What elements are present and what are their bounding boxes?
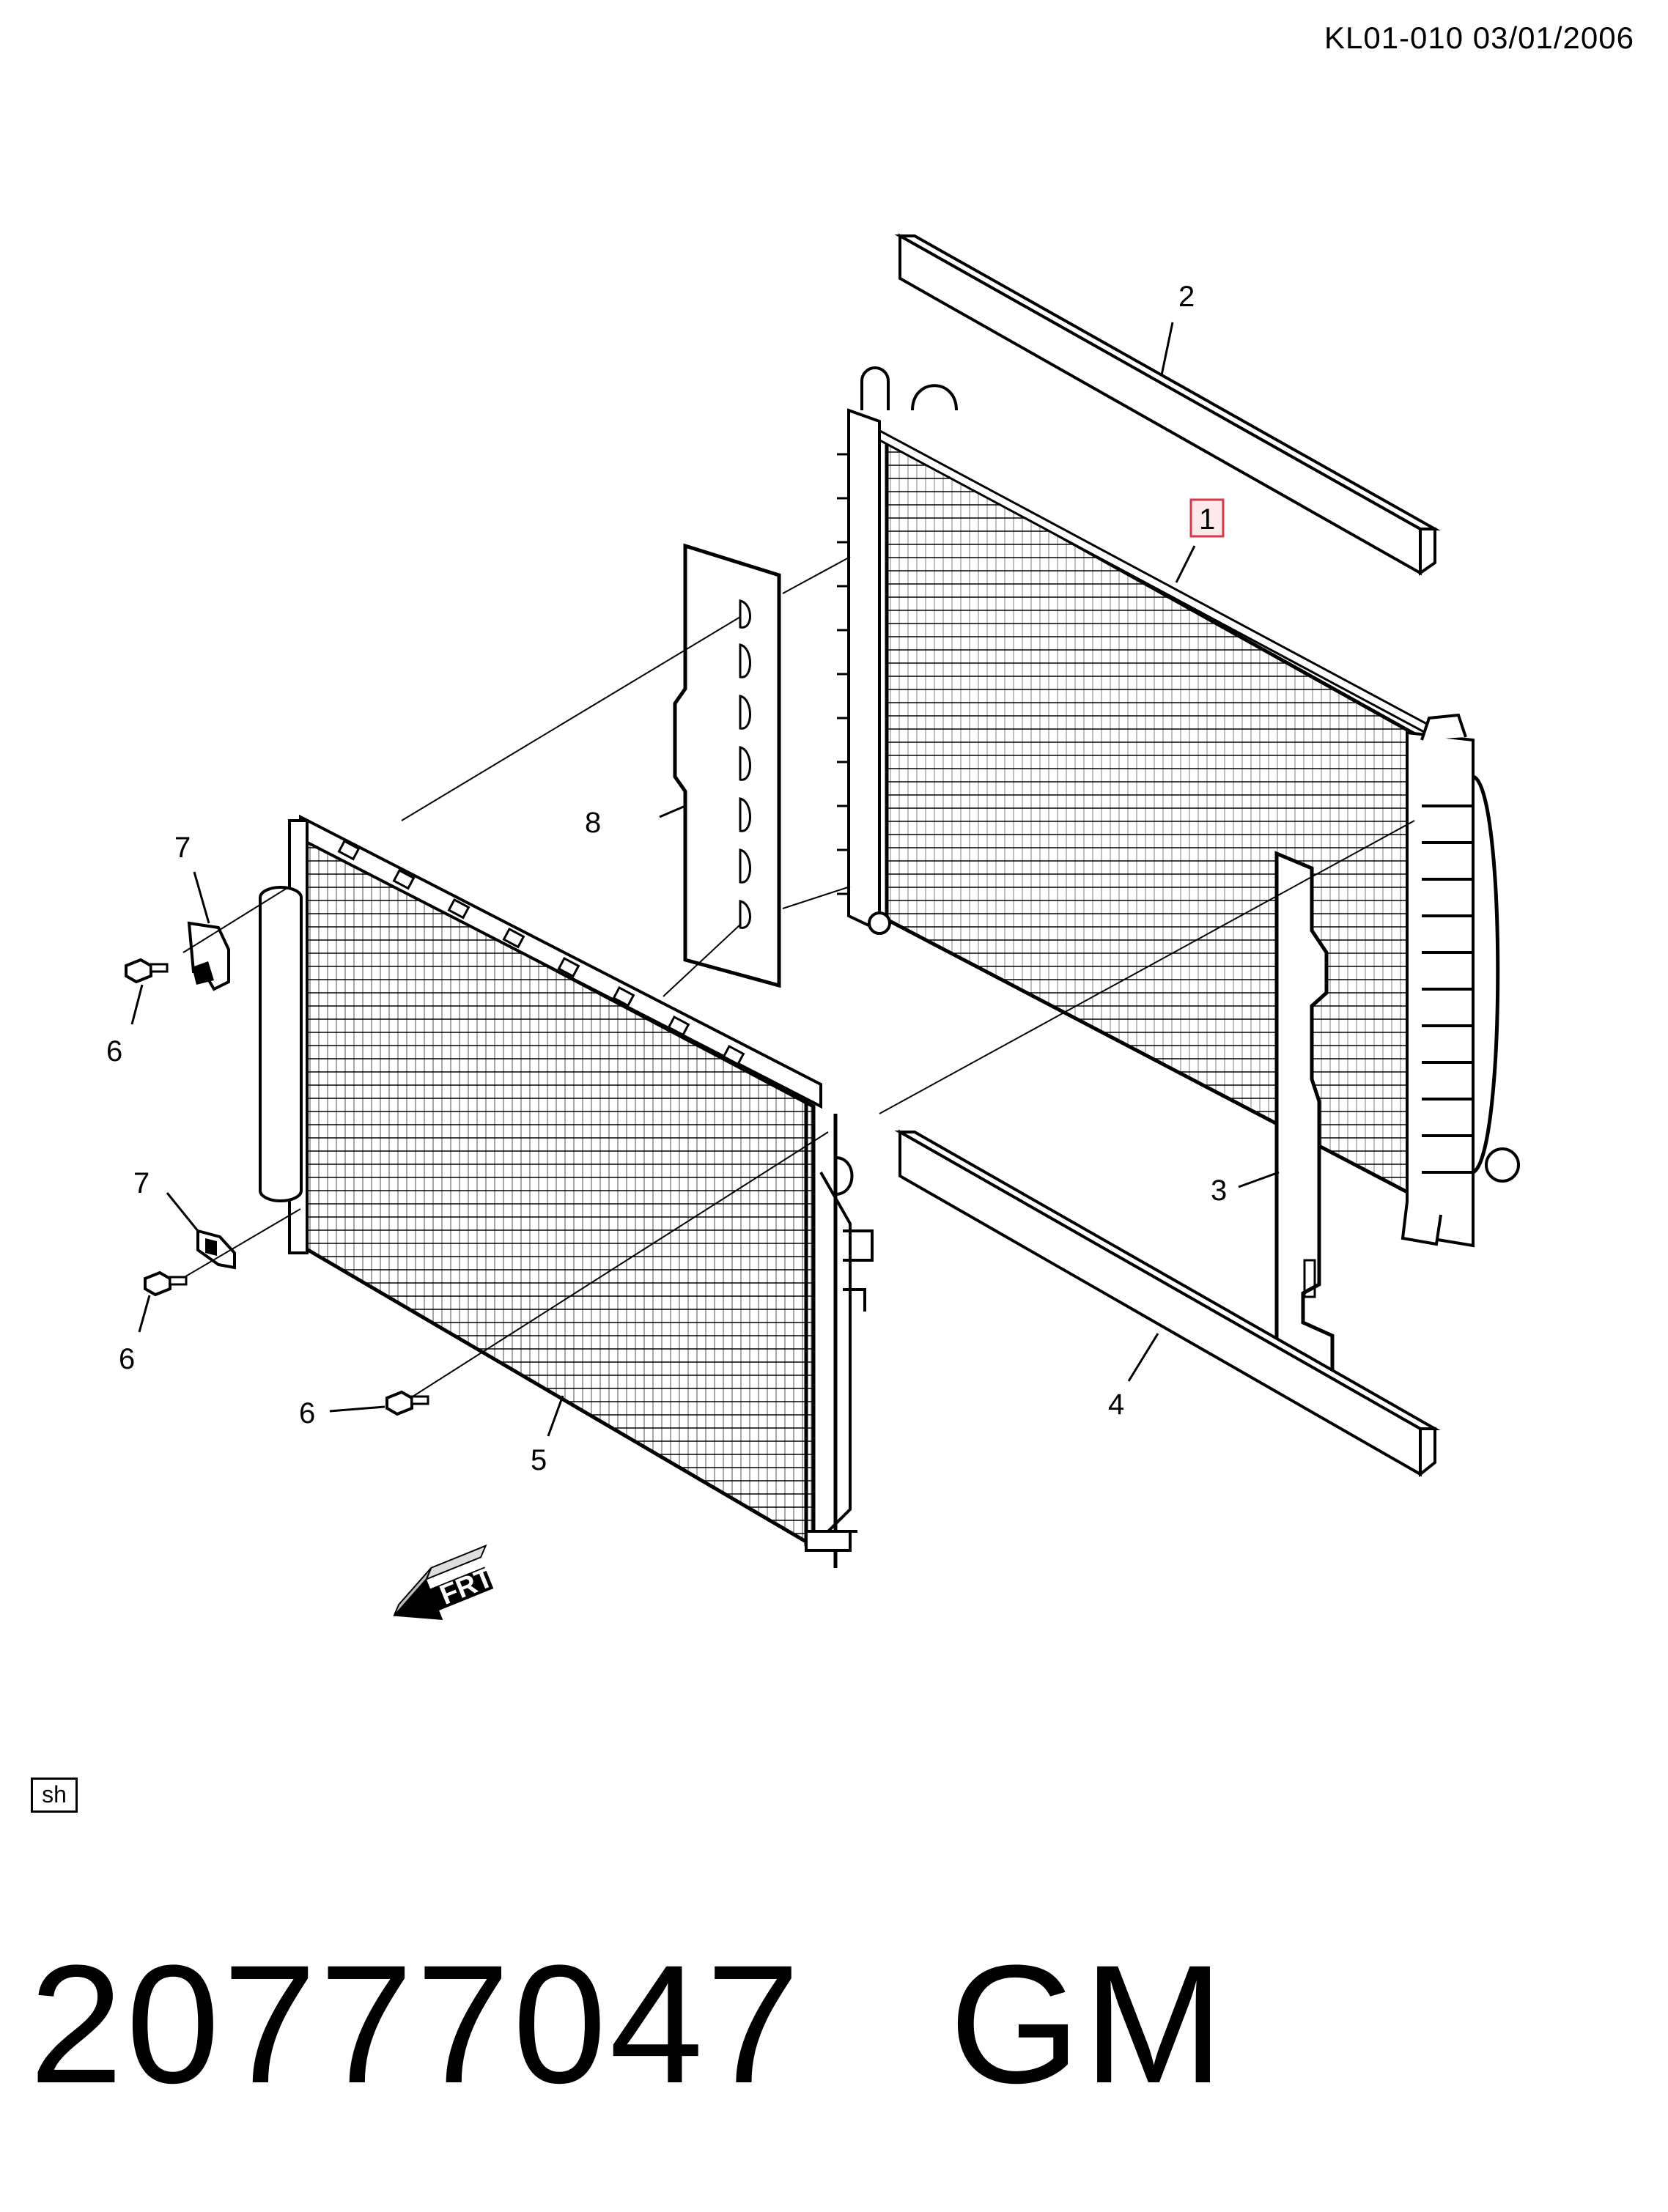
upper-condenser-bracket <box>187 921 230 991</box>
sheet-tag: sh <box>31 1778 78 1813</box>
callout-5: 5 <box>531 1444 547 1476</box>
callout-4: 4 <box>1108 1388 1124 1421</box>
condenser-receiver-drier <box>259 886 303 1202</box>
upper-air-seal <box>894 233 1441 576</box>
callout-1[interactable]: 1 <box>1199 503 1215 536</box>
callout-8: 8 <box>585 807 601 839</box>
lower-air-seal <box>894 1129 1441 1478</box>
part-number: 20777047 <box>29 1930 803 2118</box>
part-number-line: 20777047 GM <box>29 1927 1227 2121</box>
document-code: KL01-010 03/01/2006 <box>1324 21 1634 55</box>
callout-leaders <box>130 322 1280 1437</box>
callout-1-highlight[interactable] <box>1189 498 1225 538</box>
radiator-right-tank-ribs <box>1422 804 1473 1174</box>
brand-name: GM <box>949 1930 1227 2118</box>
callout-2: 2 <box>1178 281 1195 313</box>
radiator-upper-hose-neck <box>911 384 958 411</box>
condenser-top-tabs <box>337 839 745 1066</box>
ac-condenser <box>259 814 874 1568</box>
radiator-left-tank-ribs <box>837 453 849 895</box>
lower-condenser-bracket <box>196 1229 236 1270</box>
exploded-view-drawing: 2 1 3 4 5 6 6 6 7 7 8 FRT <box>106 233 1520 1620</box>
callout-6-middle: 6 <box>119 1343 135 1375</box>
front-direction-arrow: FRT <box>393 1544 498 1620</box>
bolt-lower <box>385 1390 429 1416</box>
callout-7-upper: 7 <box>174 832 191 864</box>
callout-3: 3 <box>1211 1175 1227 1207</box>
left-air-baffle <box>673 543 781 988</box>
callout-7-lower: 7 <box>133 1167 150 1199</box>
callout-6-lower: 6 <box>299 1397 315 1429</box>
radiator-inlet-neck <box>860 366 890 410</box>
bolt-upper <box>125 958 169 984</box>
alignment-lines <box>182 556 1415 1399</box>
right-air-baffle <box>1274 851 1335 1379</box>
bolt-middle <box>144 1270 188 1297</box>
radiator <box>837 366 1520 1248</box>
callout-6-upper: 6 <box>106 1035 122 1068</box>
